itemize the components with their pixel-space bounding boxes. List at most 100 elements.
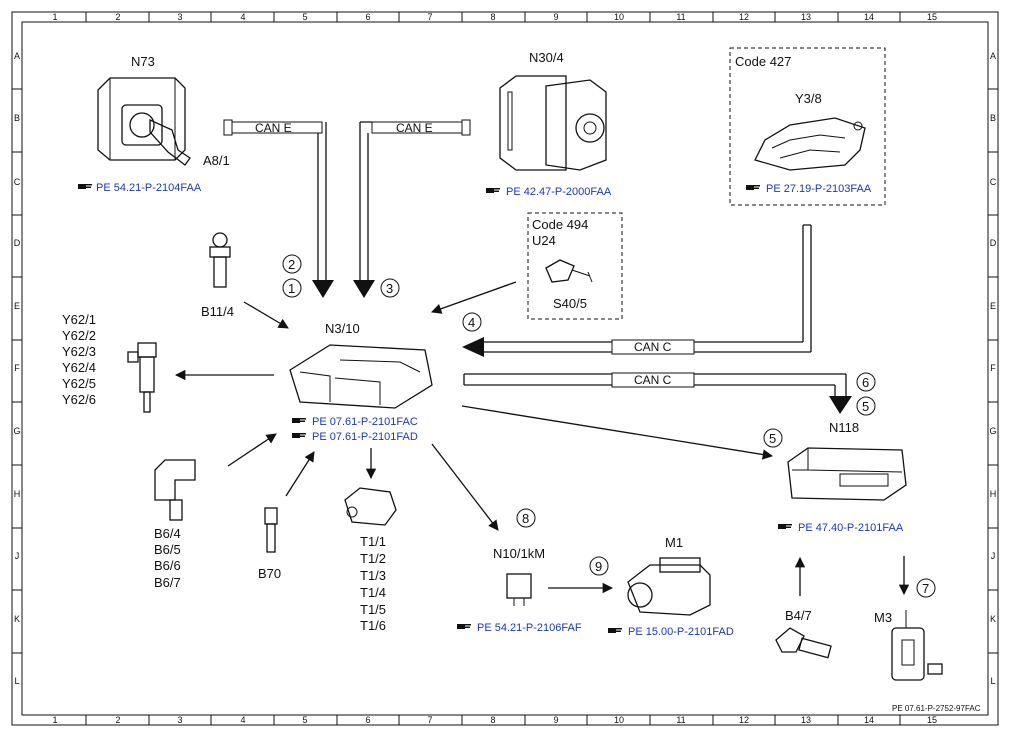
- callout-5-upper: [856, 396, 876, 416]
- col-label: 10: [614, 715, 624, 725]
- label-y3-8: Y3/8: [795, 91, 822, 106]
- ref-n118[interactable]: PE 47.40-P-2101FAA: [798, 522, 904, 534]
- col-label: 12: [739, 715, 749, 725]
- callout-6-text: 6: [862, 375, 869, 390]
- label-b6-5: B6/5: [154, 542, 181, 557]
- row-label: D: [990, 238, 997, 248]
- pointer-hand-icon: [292, 433, 306, 438]
- label-can-c-1: CAN C: [634, 340, 672, 354]
- callout-7-text: 7: [922, 581, 929, 596]
- arrow-s40-to-n3: [431, 281, 517, 314]
- sensor-icon: [775, 627, 832, 659]
- ignition-switch-icon: [97, 77, 191, 166]
- col-label: 10: [614, 12, 624, 22]
- row-label: L: [990, 676, 995, 686]
- col-label: 4: [240, 12, 245, 22]
- ref-n73[interactable]: PE 54.21-P-2104FAA: [96, 182, 202, 194]
- ref-n3-10-b[interactable]: PE 07.61-P-2101FAD: [312, 431, 418, 443]
- row-label: G: [13, 426, 20, 436]
- abs-unit-icon: [499, 75, 607, 171]
- label-t1-1: T1/1: [360, 534, 386, 549]
- label-b11-4: B11/4: [201, 304, 234, 319]
- callout-3-text: 3: [386, 281, 393, 296]
- col-label: 11: [676, 715, 685, 725]
- label-y62-4: Y62/4: [62, 360, 96, 375]
- col-label: 4: [240, 715, 245, 725]
- label-m1: M1: [665, 535, 683, 550]
- col-label: 8: [490, 12, 495, 22]
- row-label: F: [14, 363, 20, 373]
- col-label: 12: [739, 12, 749, 22]
- label-can-c-2: CAN C: [634, 373, 672, 387]
- label-code494: Code 494: [532, 217, 588, 232]
- col-label: 13: [801, 12, 811, 22]
- can-c-lower-arrowhead: [829, 396, 852, 414]
- row-label: H: [14, 489, 21, 499]
- can-c-upper-vertical: [802, 224, 812, 352]
- label-can-e-1: CAN E: [255, 121, 292, 135]
- relay-icon: [506, 573, 532, 606]
- row-labels-right: A B C D E F G H J K L: [989, 51, 996, 686]
- col-label: 5: [302, 12, 307, 22]
- code427-box: [729, 47, 886, 206]
- label-y62-6: Y62/6: [62, 392, 96, 407]
- ref-y3-8[interactable]: PE 27.19-P-2103FAA: [766, 183, 872, 195]
- can-e-line-2: [359, 121, 372, 282]
- arrow-b11-to-n3: [243, 301, 289, 329]
- callout-5-lower: [763, 428, 783, 448]
- callout-6: [856, 372, 876, 392]
- label-y62-2: Y62/2: [62, 328, 96, 343]
- ref-n10[interactable]: PE 54.21-P-2106FAF: [477, 622, 582, 634]
- row-label: B: [14, 113, 20, 123]
- callout-5-upper-text: 5: [862, 399, 869, 414]
- grid-marks: [12, 12, 998, 725]
- callout-2-text: 2: [288, 257, 295, 272]
- callout-7: [916, 578, 936, 598]
- sensor-icon: [545, 259, 593, 283]
- inner-frame: [21, 21, 989, 716]
- label-y62-3: Y62/3: [62, 344, 96, 359]
- col-label: 7: [427, 12, 432, 22]
- callout-9: [589, 556, 609, 576]
- row-labels-left: A B C D E F G H J K L: [13, 51, 20, 686]
- sensor-icon: [264, 507, 278, 553]
- label-n118: N118: [829, 420, 859, 435]
- label-t1-5: T1/5: [360, 602, 386, 617]
- ref-n3-10-a[interactable]: PE 07.61-P-2101FAC: [312, 416, 418, 428]
- col-label: 13: [801, 715, 811, 725]
- col-label: 3: [177, 12, 182, 22]
- arrow-n3-to-n118: [461, 405, 774, 460]
- col-label: 2: [115, 715, 120, 725]
- ref-m1[interactable]: PE 15.00-P-2101FAD: [628, 626, 734, 638]
- col-label: 14: [864, 12, 874, 22]
- code494-box: [527, 212, 623, 320]
- callout-1: [282, 278, 302, 298]
- arrow-b70-to-n3: [285, 451, 315, 497]
- row-label: K: [990, 614, 996, 624]
- row-label: H: [990, 489, 997, 499]
- col-label: 15: [927, 12, 937, 22]
- label-t1-2: T1/2: [360, 551, 386, 566]
- callout-1-text: 1: [288, 281, 295, 296]
- label-n10-1km: N10/1kM: [493, 546, 545, 561]
- label-m3: M3: [874, 610, 892, 625]
- pointer-hand-icon: [608, 628, 622, 633]
- label-t1-4: T1/4: [360, 585, 386, 600]
- valve-body-icon: [754, 117, 866, 171]
- callout-2: [282, 254, 302, 274]
- injector-icon: [127, 342, 157, 413]
- row-label: F: [990, 363, 996, 373]
- col-label: 1: [52, 12, 57, 22]
- starter-motor-icon: [627, 557, 711, 616]
- can-e-arrowhead-1: [312, 280, 334, 298]
- pump-icon: [891, 610, 943, 681]
- ref-n30-4[interactable]: PE 42.47-P-2000FAA: [506, 186, 612, 198]
- label-a8-1: A8/1: [203, 153, 230, 168]
- col-label: 9: [553, 12, 558, 22]
- row-label: J: [15, 551, 20, 561]
- label-code427: Code 427: [735, 54, 791, 69]
- can-e-bar-1: [231, 121, 323, 134]
- label-u24: U24: [532, 233, 556, 248]
- row-label: C: [14, 177, 21, 187]
